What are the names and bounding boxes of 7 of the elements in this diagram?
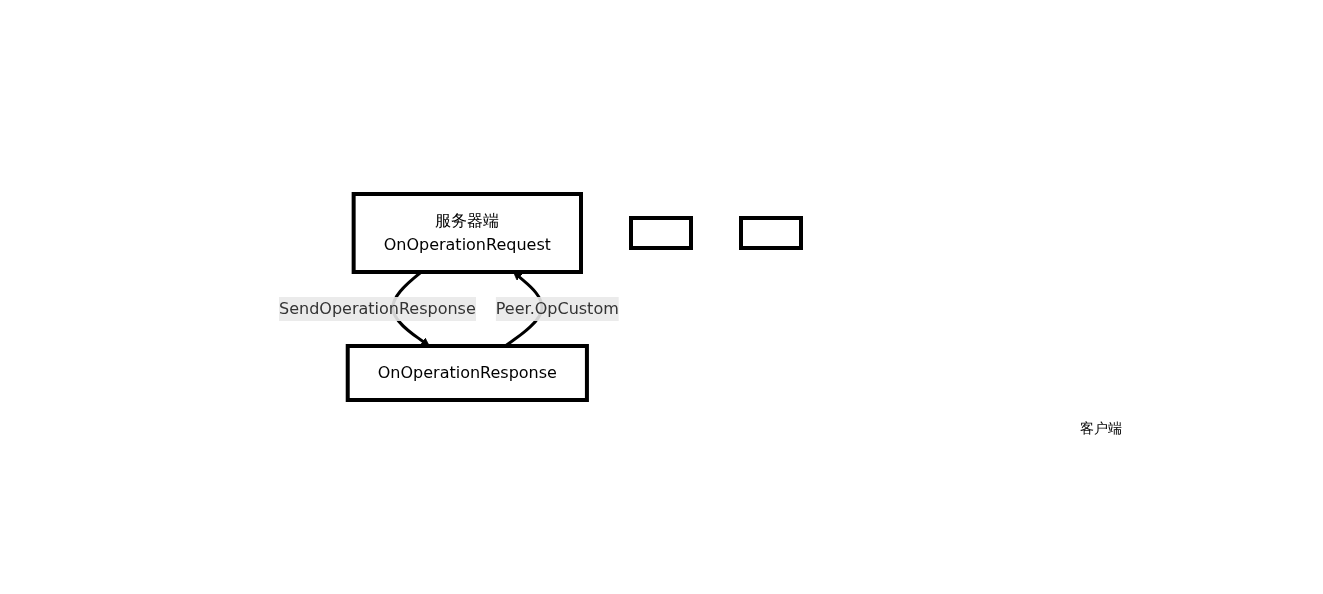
- node-box: 服务器端 OnOperationRequest: [351, 192, 583, 274]
- edge-label: SendOperationResponse: [279, 299, 476, 318]
- node-box: [739, 216, 803, 250]
- note-text: 客户端: [1080, 420, 1122, 438]
- edge-label: Peer.OpCustom: [495, 299, 619, 318]
- node-box: [629, 216, 693, 250]
- node-box: OnOperationResponse: [345, 344, 589, 402]
